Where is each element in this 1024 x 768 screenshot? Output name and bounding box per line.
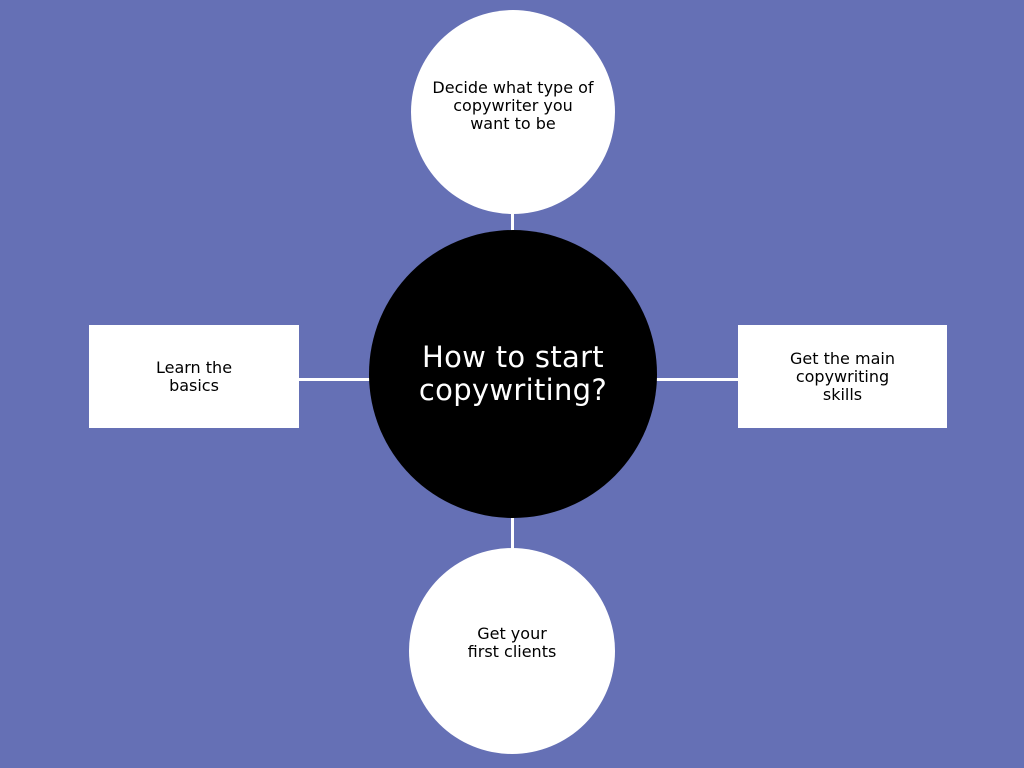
node-bottom-circle: Get your first clients (409, 548, 615, 754)
center-node-circle: How to start copywriting? (369, 230, 657, 518)
center-node-title: How to start copywriting? (418, 340, 608, 407)
node-top-label: Decide what type of copywriter you want … (432, 78, 594, 133)
connector-right (655, 378, 739, 381)
connector-bottom (511, 516, 514, 550)
node-left-label: Learn the basics (155, 357, 233, 395)
node-bottom-label: Get your first clients (467, 624, 557, 661)
connector-left (298, 378, 372, 381)
node-right-label: Get the main copywriting skills (790, 348, 895, 404)
node-right-box: Get the main copywriting skills (738, 325, 947, 428)
node-left-box: Learn the basics (89, 325, 299, 428)
connector-top (511, 212, 514, 232)
node-top-circle: Decide what type of copywriter you want … (411, 10, 615, 214)
